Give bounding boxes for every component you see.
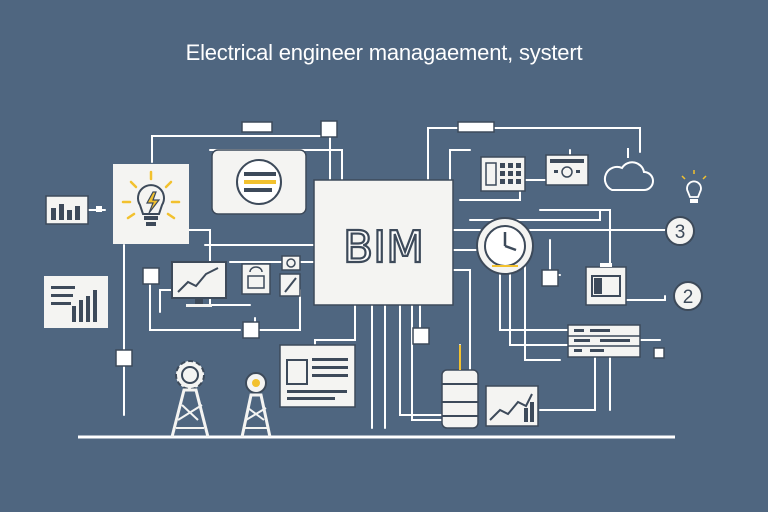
battery-icon bbox=[585, 263, 627, 306]
badge-3: 3 bbox=[665, 216, 695, 246]
bar-panel-small-icon bbox=[45, 195, 102, 225]
keypad-icon bbox=[480, 156, 526, 192]
transmission-tower-icon bbox=[240, 372, 272, 438]
badge-2-label: 2 bbox=[683, 287, 694, 308]
line-chart-card-icon bbox=[485, 385, 539, 427]
cloud-icon bbox=[603, 148, 654, 191]
server-rack-icon bbox=[567, 324, 641, 358]
line-chart-monitor-icon bbox=[171, 261, 227, 307]
lightbulb-bolt-icon bbox=[113, 164, 189, 244]
bulb-outline-icon bbox=[681, 170, 707, 203]
bar-chart-icon bbox=[44, 276, 108, 328]
bim-label: BIM bbox=[343, 222, 424, 273]
document-panel-icon bbox=[279, 344, 356, 408]
clock-icon bbox=[476, 217, 534, 275]
message-card-icon bbox=[545, 154, 589, 186]
page-title: Electrical engineer managaement, systert bbox=[185, 40, 583, 65]
gear-tower-icon bbox=[170, 360, 210, 438]
badge-3-label: 3 bbox=[675, 222, 686, 243]
tool-icon bbox=[279, 255, 301, 297]
badge-2: 2 bbox=[673, 281, 703, 311]
list-card-icon bbox=[211, 149, 307, 215]
bim-box: BIM bbox=[313, 179, 454, 306]
connector-nodes bbox=[115, 120, 665, 367]
cylinder-transformer-icon bbox=[441, 345, 479, 429]
bag-icon bbox=[241, 263, 271, 295]
